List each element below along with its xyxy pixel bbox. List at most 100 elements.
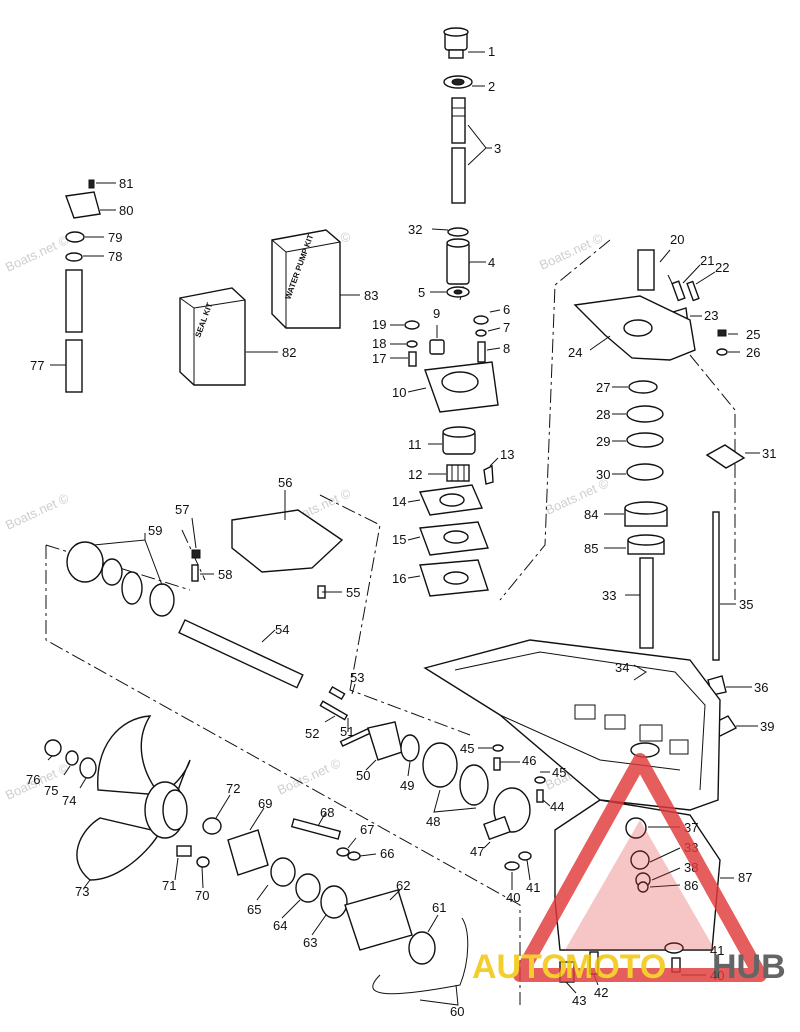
- part-44-screw: [536, 789, 544, 803]
- part-6-nut: [473, 315, 489, 325]
- callout-15: 15: [392, 532, 406, 547]
- part-26-washer: [716, 348, 728, 356]
- part-7-washer: [475, 329, 487, 337]
- callout-68: 68: [320, 805, 334, 820]
- part-81-screw: [88, 179, 95, 189]
- part-27-seal: [628, 380, 658, 394]
- part-64-bearing: [295, 873, 321, 903]
- callout-3: 3: [494, 141, 501, 156]
- part-25-screw: [717, 329, 727, 337]
- callout-1: 1: [488, 44, 495, 59]
- part-58-bolt: [191, 564, 199, 582]
- part-54-prop-shaft: [178, 619, 304, 689]
- part-45-washer: [492, 744, 504, 752]
- callout-28: 28: [596, 407, 610, 422]
- part-49-washer: [400, 734, 420, 762]
- brand-logo: AUTO MOTO HUB: [472, 753, 786, 986]
- callout-27: 27: [596, 380, 610, 395]
- callout-35: 35: [739, 597, 753, 612]
- callout-87: 87: [738, 870, 752, 885]
- part-31-gasket: [705, 444, 746, 469]
- callout-17: 17: [372, 351, 386, 366]
- callout-77: 77: [30, 358, 44, 373]
- kits: SEAL KIT WATER PUMP KIT: [179, 229, 341, 386]
- callout-9: 9: [433, 306, 440, 321]
- callout-44: 44: [550, 799, 564, 814]
- callout-50: 50: [356, 768, 370, 783]
- part-67-washer: [336, 847, 350, 857]
- callout-60: 60: [450, 1004, 464, 1019]
- callout-11: 11: [408, 437, 422, 452]
- part-46-screw: [493, 757, 501, 771]
- callout-41: 41: [526, 880, 540, 895]
- part-19-nut: [404, 320, 420, 330]
- part-84-bearing: [624, 501, 668, 527]
- part-86: [637, 881, 649, 893]
- callouts: 1 2 3 4 5 6 7 8 9 10 11 12 13 14 15 16 1…: [26, 44, 776, 1019]
- callout-47: 47: [470, 844, 484, 859]
- pump-column: [404, 27, 499, 597]
- part-76-nut: [44, 739, 62, 757]
- part-33-lower: [630, 850, 650, 870]
- callout-7: 7: [503, 320, 510, 335]
- callout-65: 65: [247, 902, 261, 917]
- callout-64: 64: [273, 918, 287, 933]
- callout-36: 36: [754, 680, 768, 695]
- callout-18: 18: [372, 336, 386, 351]
- callout-80: 80: [119, 203, 133, 218]
- callout-42: 42: [594, 985, 608, 1000]
- callout-34: 34: [615, 660, 629, 675]
- part-29-ring: [626, 432, 664, 448]
- part-40-bolt: [504, 861, 520, 871]
- callout-85: 85: [584, 541, 598, 556]
- callout-79: 79: [108, 230, 122, 245]
- callout-70: 70: [195, 888, 209, 903]
- callout-43: 43: [572, 993, 586, 1008]
- part-74-washer: [79, 757, 97, 779]
- callout-52: 52: [305, 726, 319, 741]
- brand-hub: HUB: [712, 948, 786, 986]
- callout-58: 58: [218, 567, 232, 582]
- callout-12: 12: [408, 467, 422, 482]
- part-21-pin: [671, 280, 686, 302]
- part-45b-washer: [534, 776, 546, 784]
- part-75-washer: [65, 750, 79, 766]
- callout-25: 25: [746, 327, 760, 342]
- part-66-nut: [347, 851, 361, 861]
- callout-4: 4: [488, 255, 495, 270]
- callout-24: 24: [568, 345, 582, 360]
- part-68-bolt: [290, 818, 342, 840]
- part-28-bearing: [626, 405, 664, 423]
- part-50-clutch: [367, 721, 403, 761]
- callout-84: 84: [584, 507, 598, 522]
- part-41b-washer: [664, 942, 684, 954]
- callout-51: 51: [340, 724, 354, 739]
- callout-55: 55: [346, 585, 360, 600]
- part-56-plate: [231, 509, 344, 573]
- callout-13: 13: [500, 447, 514, 462]
- part-52-pin: [319, 700, 349, 721]
- part-78-oring: [65, 252, 83, 262]
- part-33-driveshaft: [639, 557, 654, 649]
- callout-83: 83: [364, 288, 378, 303]
- callout-33: 33: [602, 588, 616, 603]
- part-3-shaft-upper: [451, 97, 466, 144]
- callout-81: 81: [119, 176, 133, 191]
- part-35-shift-shaft: [712, 511, 720, 661]
- callout-78: 78: [108, 249, 122, 264]
- leader-lines: [47, 51, 760, 1006]
- prop-shaft-group: [66, 509, 684, 995]
- callout-2: 2: [488, 79, 495, 94]
- callout-10: 10: [392, 385, 406, 400]
- callout-71: 71: [162, 878, 176, 893]
- callout-41b: 41: [710, 943, 724, 958]
- callout-21: 21: [700, 253, 714, 268]
- callout-19: 19: [372, 317, 386, 332]
- callout-69: 69: [258, 796, 272, 811]
- part-70-washer: [196, 856, 210, 868]
- callout-46: 46: [522, 753, 536, 768]
- callout-53: 53: [350, 670, 364, 685]
- watermark: Boats.net ©: [275, 755, 343, 798]
- part-62-housing: [344, 889, 413, 951]
